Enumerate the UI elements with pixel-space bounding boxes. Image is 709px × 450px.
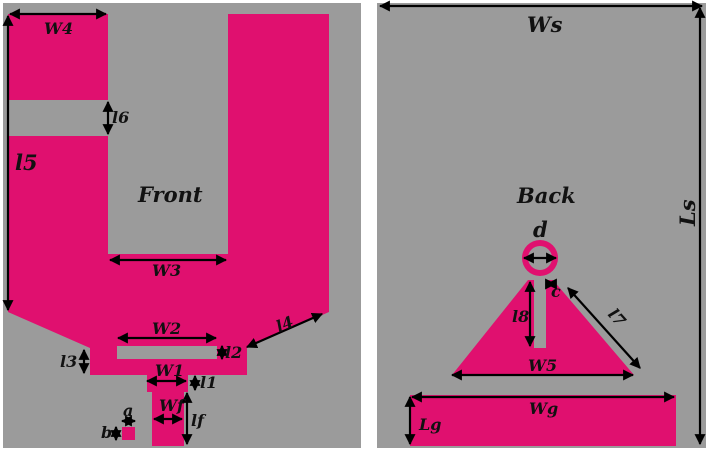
back-ground-plane xyxy=(410,395,676,446)
label-l3: l3 xyxy=(60,352,77,371)
label-w3: W3 xyxy=(152,261,181,280)
back-panel: Back Ws Ls d c l8 l7 W5 Wg Lg xyxy=(377,0,706,448)
label-w4: W4 xyxy=(44,19,73,38)
back-triangle-slot xyxy=(534,280,546,348)
label-l4: l4 xyxy=(273,312,296,336)
label-w5: W5 xyxy=(528,356,557,375)
label-l8: l8 xyxy=(512,307,529,326)
label-a: a xyxy=(123,401,133,420)
label-l5: l5 xyxy=(15,150,38,175)
label-ws: Ws xyxy=(527,12,563,37)
front-small-square xyxy=(122,427,135,440)
front-title: Front xyxy=(137,182,203,207)
label-lf: lf xyxy=(191,411,207,430)
front-arm-slot xyxy=(8,100,108,136)
label-l6: l6 xyxy=(112,108,129,127)
label-wf: Wf xyxy=(159,396,187,415)
label-wg: Wg xyxy=(529,399,558,418)
dim-l4 xyxy=(245,312,324,349)
label-c: c xyxy=(551,282,561,301)
label-l1: l1 xyxy=(200,373,217,392)
front-w2-slot xyxy=(117,346,217,359)
label-b: b xyxy=(101,423,112,442)
dim-l7 xyxy=(567,287,641,369)
label-d: d xyxy=(533,217,548,242)
label-ls: Ls xyxy=(675,199,700,227)
front-panel: Front W4 l6 l5 W3 W2 l2 l3 l4 W1 l1 Wf l… xyxy=(2,3,361,448)
back-title: Back xyxy=(516,183,576,208)
label-l2: l2 xyxy=(225,343,242,362)
label-w1: W1 xyxy=(155,361,184,380)
label-lg: Lg xyxy=(418,415,441,434)
label-w2: W2 xyxy=(152,319,181,338)
